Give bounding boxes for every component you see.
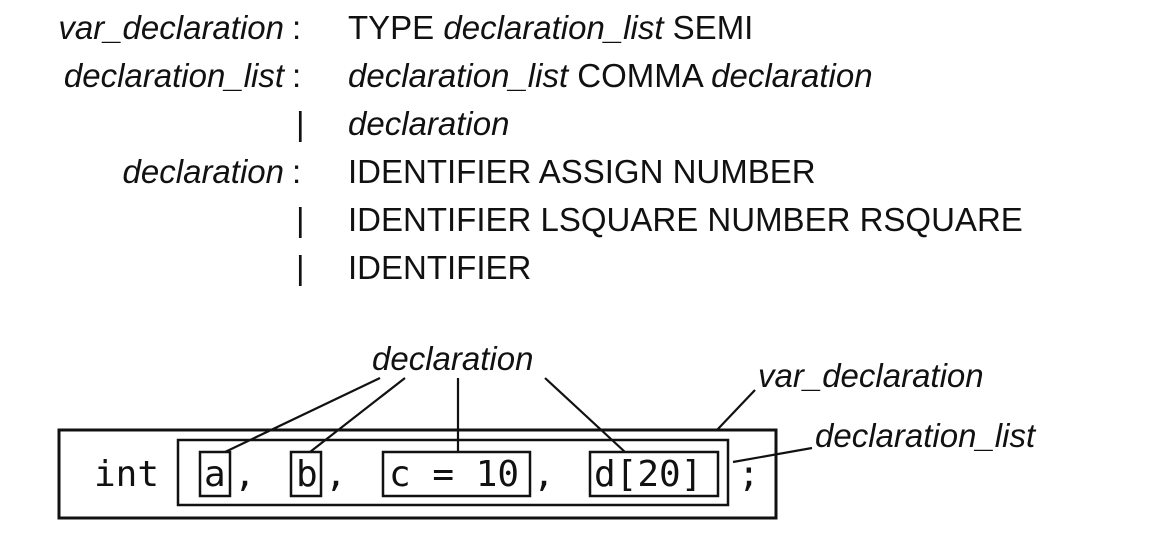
rule-rhs: IDENTIFIER ASSIGN NUMBER — [348, 148, 816, 196]
rhs-symbol: NUMBER — [672, 153, 816, 190]
rhs-symbol: declaration — [348, 105, 510, 142]
grammar-rules: var_declaration : TYPE declaration_list … — [0, 4, 1152, 292]
rule-row-5: | IDENTIFIER — [0, 244, 1152, 292]
code-type: int — [94, 454, 159, 495]
rule-row-0: var_declaration : TYPE declaration_list … — [0, 4, 1152, 52]
boxes — [57, 428, 778, 520]
rhs-symbol: SEMI — [672, 9, 754, 46]
rule-rhs: declaration_list COMMA declaration — [348, 52, 873, 100]
rule-rhs: IDENTIFIER — [348, 244, 531, 292]
leader-line — [732, 446, 813, 464]
code-comma: , — [325, 454, 347, 495]
rhs-symbol: IDENTIFIER — [348, 153, 532, 190]
declaration-box-b — [289, 450, 323, 498]
rhs-symbol: IDENTIFIER — [348, 201, 532, 238]
rhs-symbol: NUMBER — [707, 201, 851, 238]
rule-lhs: declaration_list — [63, 57, 284, 94]
declaration-list-box — [176, 438, 730, 507]
rule-row-3: declaration : IDENTIFIER ASSIGN NUMBER — [0, 148, 1152, 196]
code-decl-d: d[20] — [594, 454, 702, 495]
rule-alternative-bar: | — [296, 249, 305, 286]
declaration-label: declaration — [372, 340, 533, 377]
rule-alternative-bar: | — [296, 105, 305, 142]
parse-diagram-svg: declaration var_declaration declaration_… — [57, 340, 1037, 520]
rule-colon: : — [292, 57, 302, 94]
rhs-symbol: RSQUARE — [859, 201, 1023, 238]
rhs-symbol: ASSIGN — [538, 153, 664, 190]
code-decl-a: a — [204, 454, 226, 495]
rhs-symbol: declaration_list — [348, 57, 569, 94]
rhs-symbol: COMMA — [577, 57, 702, 94]
code-text: int a , b , c = 10 , d[20] ; — [94, 454, 760, 495]
code-comma: , — [533, 454, 555, 495]
rule-lhs: declaration — [122, 153, 284, 190]
rule-colon: : — [292, 153, 302, 190]
rhs-symbol: TYPE — [348, 9, 435, 46]
rhs-symbol: IDENTIFIER — [348, 249, 532, 286]
var-declaration-box — [57, 428, 778, 520]
rule-colon: : — [292, 9, 302, 46]
parse-diagram: declaration var_declaration declaration_… — [0, 300, 1152, 552]
code-decl-c: c = 10 — [389, 454, 519, 495]
code-semi: ; — [738, 454, 760, 495]
rule-row-4: | IDENTIFIER LSQUARE NUMBER RSQUARE — [0, 196, 1152, 244]
leader-line — [716, 389, 756, 431]
rule-lhs: var_declaration — [58, 9, 284, 46]
rule-rhs: declaration — [348, 100, 509, 148]
rhs-symbol: declaration — [711, 57, 873, 94]
var-declaration-label: var_declaration — [758, 357, 984, 394]
declaration-box-d — [588, 450, 720, 498]
rule-rhs: IDENTIFIER LSQUARE NUMBER RSQUARE — [348, 196, 1023, 244]
declaration-box-a — [198, 450, 232, 498]
rule-rhs: TYPE declaration_list SEMI — [348, 4, 753, 52]
declaration-list-label: declaration_list — [815, 417, 1037, 454]
rhs-symbol: declaration_list — [443, 9, 664, 46]
rule-row-2: | declaration — [0, 100, 1152, 148]
rule-row-1: declaration_list : declaration_list COMM… — [0, 52, 1152, 100]
leader-lines — [224, 377, 813, 464]
code-comma: , — [234, 454, 256, 495]
code-decl-b: b — [296, 454, 318, 495]
rule-alternative-bar: | — [296, 201, 305, 238]
declaration-box-c — [381, 450, 532, 498]
rhs-symbol: LSQUARE — [540, 201, 699, 238]
